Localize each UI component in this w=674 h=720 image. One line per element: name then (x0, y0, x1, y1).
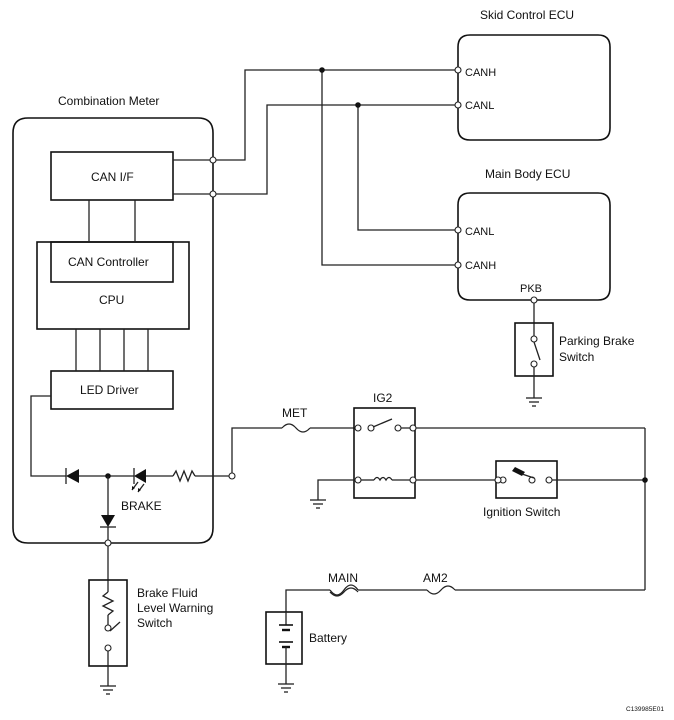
diode-1-icon (66, 469, 79, 483)
combination-meter-title: Combination Meter (58, 94, 159, 108)
battery-cell-icon (279, 612, 293, 664)
met-fuse-icon (281, 423, 311, 433)
battery-circuit: AM2 MAIN Battery (265, 571, 645, 693)
cpu-label: CPU (99, 293, 124, 307)
parking-brake-label-2: Switch (559, 350, 594, 364)
ground-icon (526, 397, 542, 407)
pkb-label: PKB (520, 283, 542, 295)
main-body-ecu-title: Main Body ECU (485, 167, 570, 181)
can-controller-block (50, 241, 174, 283)
ig2-circuit: MET IG2 Ignition Switch (213, 391, 648, 590)
resistor-icon (172, 469, 196, 483)
skid-canh-label: CANH (465, 67, 496, 79)
battery-label: Battery (309, 631, 347, 645)
led-driver-label: LED Driver (80, 383, 139, 397)
ground-icon (100, 685, 116, 695)
can-if-label: CAN I/F (91, 170, 134, 184)
skid-control-ecu-title: Skid Control ECU (480, 8, 574, 22)
met-label: MET (282, 406, 308, 420)
am2-label: AM2 (423, 571, 448, 585)
brake-label: BRAKE (121, 499, 162, 513)
brake-fluid-resistor-icon (101, 591, 115, 616)
main-label: MAIN (328, 571, 358, 585)
ground-icon (278, 683, 294, 693)
mb-canl-label: CANL (465, 226, 494, 238)
figure-code: C139985E01 (626, 706, 664, 713)
can-if-block (50, 151, 174, 201)
can-controller-label: CAN Controller (68, 255, 149, 269)
relay-coil-icon (373, 476, 393, 482)
main-fuse-icon (329, 584, 359, 596)
am2-fuse-icon (426, 585, 456, 595)
ground-icon (310, 499, 326, 509)
brake-fluid-switch: Brake Fluid Level Warning Switch (88, 539, 213, 695)
led-driver-block (50, 370, 174, 410)
combination-meter: Combination Meter CAN I/F CAN Controller… (12, 94, 214, 544)
parking-brake-label-1: Parking Brake (559, 334, 635, 348)
mb-canh-label: CANH (465, 260, 496, 272)
ignition-key-icon (512, 467, 525, 476)
main-body-ecu: Main Body ECU CANL CANH PKB (457, 167, 611, 301)
ig2-relay (353, 407, 416, 499)
can-bus-wiring (173, 66, 462, 269)
battery (265, 611, 303, 665)
skid-canl-label: CANL (465, 100, 494, 112)
brake-led-icon (134, 469, 146, 483)
brake-fluid-label-1: Brake Fluid (137, 586, 198, 600)
parking-brake-switch: Parking Brake Switch (514, 296, 635, 407)
ig2-label: IG2 (373, 391, 393, 405)
brake-fluid-label-2: Level Warning (137, 601, 213, 615)
brake-fluid-label-3: Switch (137, 616, 172, 630)
diode-2-icon (101, 515, 115, 527)
skid-control-ecu: Skid Control ECU CANH CANL (457, 8, 611, 141)
ignition-switch-label: Ignition Switch (483, 505, 560, 519)
